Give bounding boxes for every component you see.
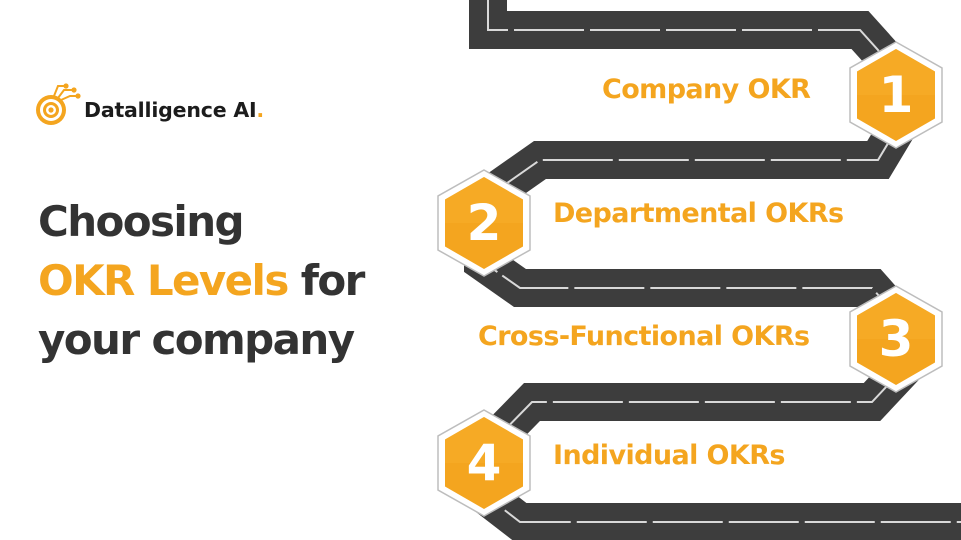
title-line-2-rest: for (287, 256, 366, 305)
step-3-hexagon: 3 (846, 284, 946, 394)
step-4-label: Individual OKRs (553, 440, 785, 471)
step-1-hexagon: 1 (846, 40, 946, 150)
step-2-number: 2 (466, 194, 502, 252)
step-3-label: Cross-Functional OKRs (478, 321, 810, 352)
step-1-label: Company OKR (602, 74, 811, 105)
title-highlight: OKR Levels (38, 256, 289, 305)
step-4-number: 4 (466, 434, 502, 492)
brand-name: Datalligence AI. (84, 98, 265, 122)
title-line-3: your company (38, 315, 355, 364)
step-3-number: 3 (878, 310, 914, 368)
page-title: Choosing OKR Levels for your company (38, 192, 366, 369)
step-2-hexagon: 2 (434, 168, 534, 278)
title-line-1: Choosing (38, 197, 245, 246)
step-1-number: 1 (878, 66, 914, 124)
step-4-hexagon: 4 (434, 408, 534, 518)
title-line-2: OKR Levels for (38, 251, 366, 310)
brand-dot: . (256, 98, 265, 122)
brand: Datalligence AI. (34, 72, 334, 128)
target-circuit-icon (36, 83, 81, 125)
step-2-label: Departmental OKRs (553, 198, 844, 229)
